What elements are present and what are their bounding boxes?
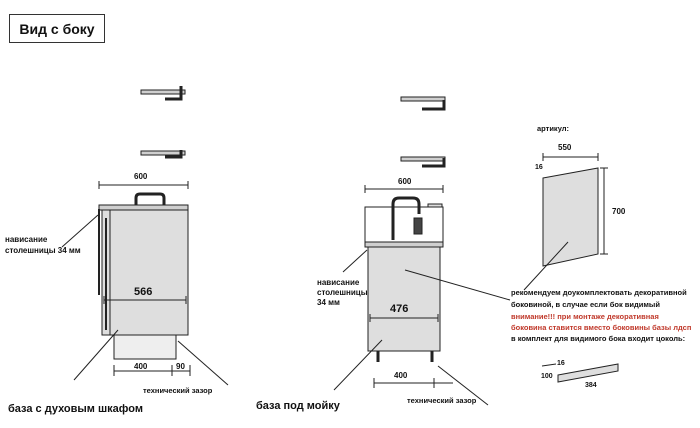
- left-inner-dimension: 566: [134, 286, 153, 298]
- recommendation-line-3: в комплект для видимого бока входит цоко…: [511, 334, 686, 343]
- right-tech-gap-label: технический зазор: [407, 396, 477, 405]
- plinth-height-dimension: 100: [541, 373, 553, 380]
- warning-line-2: боковина ставится вместо боковины базы л…: [511, 323, 692, 332]
- plinth-thickness-dimension: 16: [557, 360, 565, 367]
- right-inner-dimension: 476: [390, 303, 409, 315]
- worktop-profile-mid-left: [140, 150, 186, 159]
- right-unit-caption: база под мойку: [256, 400, 340, 412]
- left-width-dimension: 600: [134, 172, 148, 181]
- left-overhang-label-1: нависание: [5, 235, 48, 244]
- warning-line-1: внимание!!! при монтаже декоративная: [511, 312, 659, 321]
- plinth-length-dimension: 384: [585, 382, 597, 389]
- worktop-profile-top-right: [400, 96, 446, 111]
- plinth-piece-drawing: [541, 363, 619, 383]
- left-plinth-dimension: 400: [134, 362, 148, 371]
- right-overhang-label-1: нависание: [317, 278, 360, 287]
- right-cabinet: [333, 185, 511, 406]
- right-plinth-dimension: 400: [394, 371, 408, 380]
- decorative-side-panel: [523, 153, 608, 291]
- worktop-profile-mid-right: [400, 156, 446, 168]
- left-overhang-label-2: столешницы 34 мм: [5, 246, 81, 255]
- left-cabinet: [61, 181, 229, 386]
- right-width-dimension: 600: [398, 177, 412, 186]
- panel-thickness-dimension: 16: [535, 164, 543, 171]
- recommendation-line-1: рекомендуем доукомплектовать декоративно…: [511, 288, 687, 297]
- article-label: артикул:: [537, 124, 570, 133]
- worktop-profile-top-left: [140, 86, 186, 101]
- panel-height-dimension: 700: [612, 207, 626, 216]
- recommendation-line-2: боковиной, в случае если бок видимый: [511, 300, 660, 309]
- right-overhang-label-3: 34 мм: [317, 298, 340, 307]
- left-tech-gap-label: технический зазор: [143, 386, 213, 395]
- view-title: Вид с боку: [9, 14, 105, 43]
- left-unit-caption: база с духовым шкафом: [8, 403, 143, 415]
- left-gap-dimension: 90: [176, 362, 185, 371]
- panel-width-dimension: 550: [558, 143, 572, 152]
- right-overhang-label-2: столешницы: [317, 288, 368, 297]
